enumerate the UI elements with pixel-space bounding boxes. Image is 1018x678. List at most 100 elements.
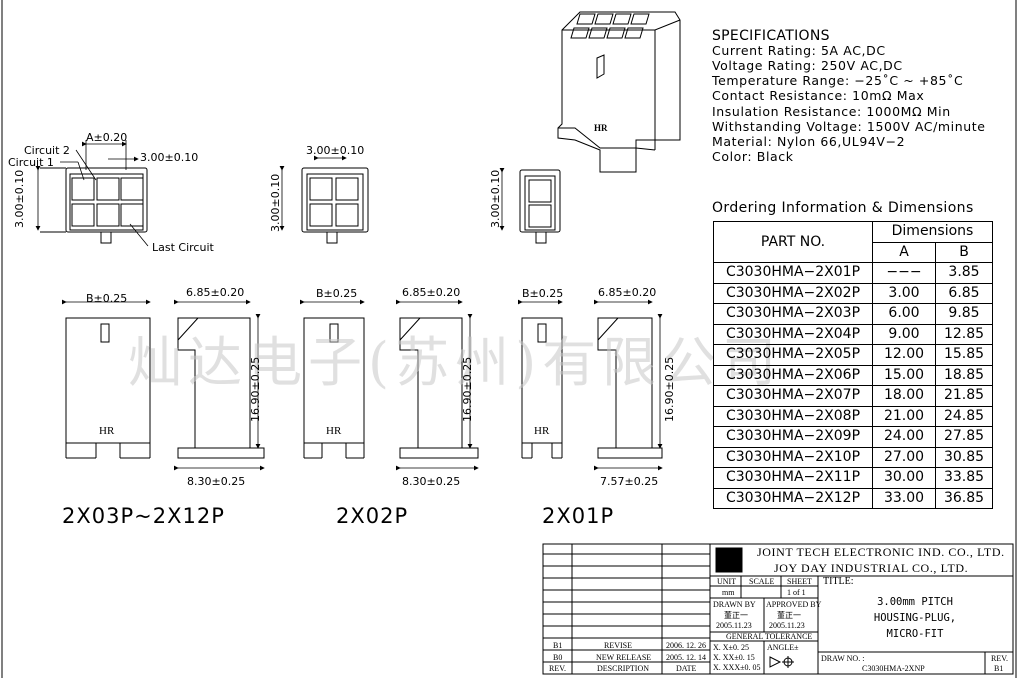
ordering-table: PART NO. Dimensions A B C3030HMA−2X01P−−… <box>713 221 993 509</box>
variant-label-2x02: 2X02P <box>336 504 409 528</box>
front-view-2x01 <box>521 317 563 459</box>
hr-mark-2x01: HR <box>534 425 550 437</box>
dim-830-multi: 8.30±0.25 <box>187 475 246 488</box>
hr-mark-3d: HR <box>594 123 608 133</box>
side-view-2x02 <box>399 317 479 459</box>
dim-685-2x02: 6.85±0.20 <box>402 286 461 299</box>
spec-voltage-rating: Voltage Rating: 250V AC,DC <box>712 58 903 73</box>
sheet-value: 1 of 1 <box>787 588 806 597</box>
ordering-cell-b: 3.85 <box>935 262 993 284</box>
title-block-grid <box>542 543 1014 675</box>
dim-pitch-vertical-2x02: 3.00±0.10 <box>269 173 282 232</box>
ordering-cell-b: 18.85 <box>935 364 993 386</box>
rev-row-1-date: 2006. 12. 26 <box>666 641 706 650</box>
rev-row-1-rev: B1 <box>553 641 563 650</box>
drawn-by-label: DRAWN BY <box>713 600 756 609</box>
tolerance-3: X. XXX±0. 05 <box>713 663 761 672</box>
rev-row-2-desc: NEW RELEASE <box>596 653 652 662</box>
specifications-title: SPECIFICATIONS <box>712 28 830 44</box>
ordering-cell-a: 12.00 <box>872 344 936 366</box>
header-date: DATE <box>676 664 697 673</box>
rev-row-1-desc: REVISE <box>604 641 632 650</box>
ordering-cell-a: 9.00 <box>872 323 936 345</box>
header-dimensions: Dimensions <box>872 221 993 243</box>
scale-label: SCALE <box>749 577 775 586</box>
hr-mark-multi: HR <box>99 425 115 437</box>
variant-label-2x01: 2X01P <box>542 504 615 528</box>
ordering-cell-a: 21.00 <box>872 405 936 427</box>
watermark: 灿达电子(苏州)有限公司 <box>128 331 783 394</box>
rev-row-2-date: 2005. 12. 14 <box>666 653 706 662</box>
header-a: A <box>872 241 936 263</box>
dim-pitch-multi: 3.00±0.10 <box>140 151 199 164</box>
dim-757-2x01: 7.57±0.25 <box>600 475 659 488</box>
dim-b-2x02: B±0.25 <box>316 287 358 300</box>
dim-685-2x01: 6.85±0.20 <box>598 286 657 299</box>
housing-3d-view <box>557 11 681 173</box>
ordering-cell-a: 18.00 <box>872 385 936 407</box>
ordering-cell-b: 33.85 <box>935 467 993 489</box>
title-label: TITLE: <box>823 576 854 587</box>
ordering-cell-part: C3030HMA−2X01P <box>713 262 873 284</box>
company-name-2: JOY DAY INDUSTRIAL CO., LTD. <box>774 561 969 575</box>
spec-temperature-range: Temperature Range: −25˚C ~ +85˚C <box>712 73 964 88</box>
general-tolerance: GENERAL TOLERANCE <box>726 632 813 641</box>
sheet-label: SHEET <box>787 577 812 586</box>
ordering-cell-a: 27.00 <box>872 446 936 468</box>
ordering-cell-b: 15.85 <box>935 344 993 366</box>
draw-no-label: DRAW NO. : <box>821 654 865 663</box>
ordering-cell-b: 9.85 <box>935 303 993 325</box>
ordering-row: C3030HMA−2X01P−−−3.85 <box>713 262 993 284</box>
ordering-cell-a: 3.00 <box>872 282 936 304</box>
ordering-cell-part: C3030HMA−2X10P <box>713 446 873 468</box>
dim-685-multi: 6.85±0.20 <box>186 286 245 299</box>
header-part-no: PART NO. <box>713 221 873 263</box>
ordering-cell-part: C3030HMA−2X11P <box>713 467 873 489</box>
drawn-by-name: 董正一 <box>724 611 748 620</box>
ordering-cell-part: C3030HMA−2X03P <box>713 303 873 325</box>
angle-label: ANGLE± <box>767 643 799 652</box>
ordering-cell-a: 24.00 <box>872 426 936 448</box>
ordering-cell-a: −−− <box>872 262 936 284</box>
unit-label: UNIT <box>717 577 737 586</box>
label-last-circuit: Last Circuit <box>152 241 214 254</box>
approved-by-name: 董正一 <box>777 611 801 620</box>
title-line-2: HOUSING-PLUG, <box>873 611 957 624</box>
ordering-cell-a: 30.00 <box>872 467 936 489</box>
dim-1690-multi: 16.90±0.25 <box>249 356 262 422</box>
ordering-cell-part: C3030HMA−2X12P <box>713 487 873 509</box>
label-circuit-2: Circuit 2 <box>24 144 70 157</box>
rev-value: B1 <box>994 664 1004 673</box>
header-rev: REV. <box>549 664 566 673</box>
ordering-cell-part: C3030HMA−2X06P <box>713 364 873 386</box>
dim-1690-2x02: 16.90±0.25 <box>461 356 474 422</box>
face-view-multi <box>40 167 148 244</box>
ordering-cell-b: 24.85 <box>935 405 993 427</box>
face-view-2x02 <box>301 167 369 244</box>
title-line-3: MICRO-FIT <box>886 627 944 640</box>
dim-b-multi: B±0.25 <box>86 292 128 305</box>
ordering-cell-a: 15.00 <box>872 364 936 386</box>
spec-current-rating: Current Rating: 5A AC,DC <box>712 43 886 58</box>
company-name-1: JOINT TECH ELECTRONIC IND. CO., LTD. <box>757 545 1005 559</box>
ordering-cell-b: 27.85 <box>935 426 993 448</box>
ordering-cell-a: 6.00 <box>872 303 936 325</box>
ordering-cell-part: C3030HMA−2X07P <box>713 385 873 407</box>
variant-label-multi: 2X03P~2X12P <box>62 504 225 528</box>
ordering-cell-part: C3030HMA−2X08P <box>713 405 873 427</box>
ordering-cell-part: C3030HMA−2X04P <box>713 323 873 345</box>
header-b: B <box>935 241 993 263</box>
tolerance-1: X. X±0. 25 <box>713 643 749 652</box>
ordering-cell-part: C3030HMA−2X02P <box>713 282 873 304</box>
